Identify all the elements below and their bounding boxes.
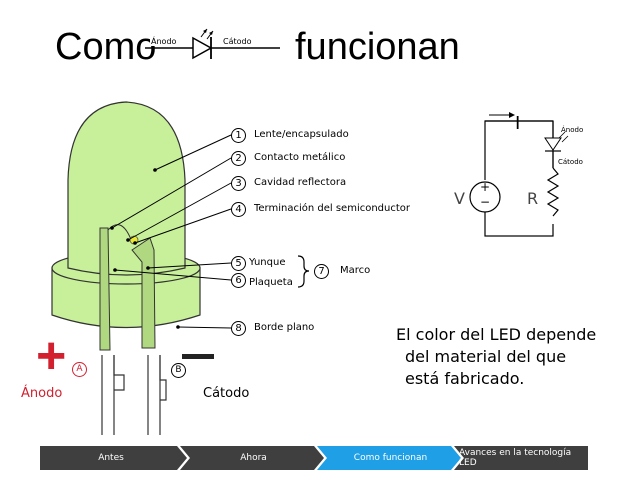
title-diode-cathode-label: Cátodo — [222, 37, 253, 46]
description-line-3: está fabricado. — [405, 369, 525, 388]
circuit-icon — [469, 112, 569, 237]
part-number-6: 6 — [231, 273, 246, 288]
description-line-2: del material del que — [405, 347, 567, 366]
circuit-resistor-label: R — [527, 189, 539, 208]
part-label-3: Cavidad reflectora — [254, 177, 347, 188]
bottom-nav: Antes Ahora Como funcionan Avances en la… — [40, 446, 588, 470]
part-number-2: 2 — [231, 151, 246, 166]
part-number-1: 1 — [231, 128, 246, 143]
circuit-minus: − — [480, 195, 491, 209]
minus-bar — [182, 354, 214, 359]
description: El color del LED depende del material de… — [396, 324, 596, 390]
nav-background — [40, 446, 588, 470]
nav-tab-ahora[interactable]: Ahora — [240, 453, 267, 463]
circuit-voltage-label: V — [454, 189, 465, 208]
plus-sign: + — [36, 327, 67, 385]
terminal-a-badge: A — [72, 362, 87, 377]
part-number-5: 5 — [231, 256, 246, 271]
title-word-como: Como — [55, 26, 157, 68]
title-word-funcionan: funcionan — [295, 26, 460, 68]
anode-label: Ánodo — [21, 386, 63, 401]
diode-symbol-icon — [145, 28, 280, 60]
led-diagram-icon — [51, 101, 201, 435]
circuit-cathode-label: Cátodo — [558, 158, 583, 166]
part-label-8: Borde plano — [254, 322, 315, 333]
description-line-1: El color del LED depende — [396, 325, 597, 344]
circuit-current-label: I — [515, 113, 521, 134]
circuit-anode-label: Ánodo — [561, 126, 584, 134]
part-label-2: Contacto metálico — [254, 152, 346, 163]
nav-tab-como-funcionan[interactable]: Como funcionan — [353, 453, 428, 463]
title-diode-anode-label: Ánodo — [150, 37, 178, 46]
part-label-7: Marco — [340, 265, 371, 276]
nav-tab-antes[interactable]: Antes — [98, 453, 124, 463]
part-label-6: Plaqueta — [249, 277, 293, 288]
part-number-8: 8 — [231, 321, 246, 336]
part-label-4: Terminación del semiconductor — [254, 203, 411, 214]
part-number-7: 7 — [314, 264, 329, 279]
part-label-1: Lente/encapsulado — [254, 129, 349, 140]
part-number-3: 3 — [231, 176, 246, 191]
cathode-label: Cátodo — [203, 386, 250, 401]
nav-tab-avances[interactable]: Avances en la tecnología LED — [459, 448, 572, 468]
terminal-b-badge: B — [171, 363, 186, 378]
circuit-plus: + — [480, 180, 491, 194]
part-number-4: 4 — [231, 202, 246, 217]
part-label-5: Yunque — [249, 257, 286, 268]
